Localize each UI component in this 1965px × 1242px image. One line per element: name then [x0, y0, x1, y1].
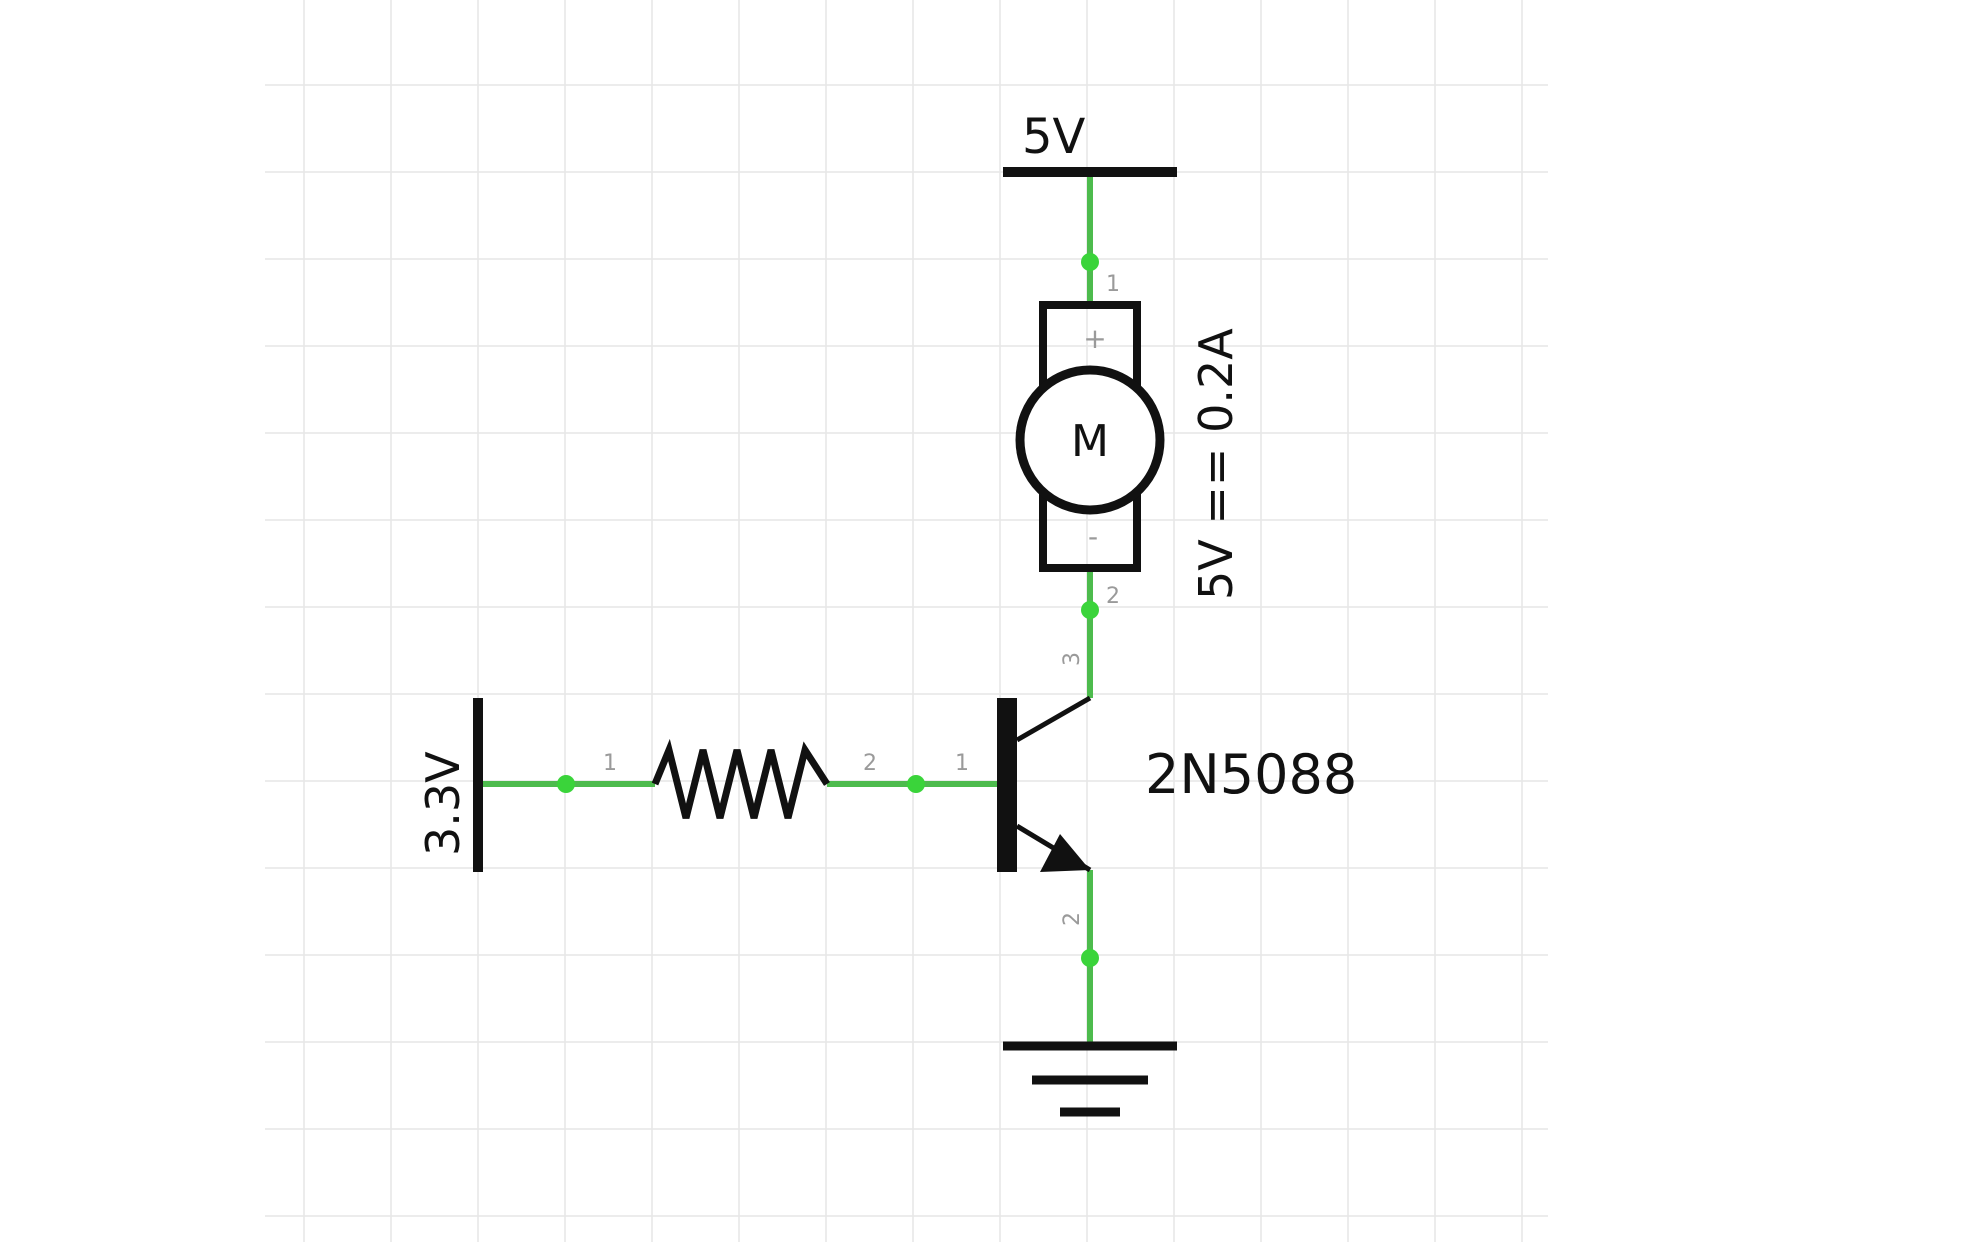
resistor[interactable]: 1 2 [603, 738, 877, 819]
motor-plus-sign: + [1083, 322, 1106, 355]
resistor-pin2-label: 2 [863, 751, 877, 776]
transistor-base-pin-label: 1 [955, 751, 969, 776]
input-supply-label: 3.3V [416, 751, 470, 856]
ground-icon[interactable] [1003, 1041, 1177, 1117]
resistor-pin1-label: 1 [603, 751, 617, 776]
input-supply[interactable]: 3.3V [416, 698, 483, 872]
vcc-label: 5V [1022, 109, 1086, 165]
wires [478, 172, 1093, 1046]
node-resistor-pin1[interactable] [557, 775, 575, 793]
motor-rating-label: 5V == 0.2A [1189, 328, 1243, 600]
transistor-base-bar [997, 698, 1017, 872]
transistor-collector-pin-label: 3 [1060, 652, 1085, 666]
vcc-supply[interactable]: 5V [1003, 109, 1177, 177]
motor-minus-sign: - [1088, 520, 1098, 553]
node-transistor-emitter[interactable] [1081, 949, 1099, 967]
motor-pin2-label: 2 [1106, 584, 1120, 609]
motor-circle [1015, 365, 1165, 515]
dc-motor[interactable]: M + - 1 2 5V == 0.2A [1015, 272, 1243, 609]
transistor-part-label: 2N5088 [1145, 743, 1357, 806]
motor-pin1-label: 1 [1106, 272, 1120, 297]
transistor-emitter-pin-label: 2 [1060, 912, 1085, 926]
grid [265, 0, 1548, 1242]
motor-symbol: M [1071, 416, 1109, 467]
resistor-zigzag [651, 738, 830, 819]
node-resistor-pin2[interactable] [907, 775, 925, 793]
node-motor-pin1[interactable] [1081, 253, 1099, 271]
transistor-emitter-arrow [1040, 834, 1090, 872]
connection-nodes [557, 253, 1099, 967]
transistor-collector-lead [1015, 695, 1092, 743]
node-motor-pin2[interactable] [1081, 601, 1099, 619]
npn-transistor[interactable]: 2N5088 1 3 2 [955, 652, 1357, 926]
